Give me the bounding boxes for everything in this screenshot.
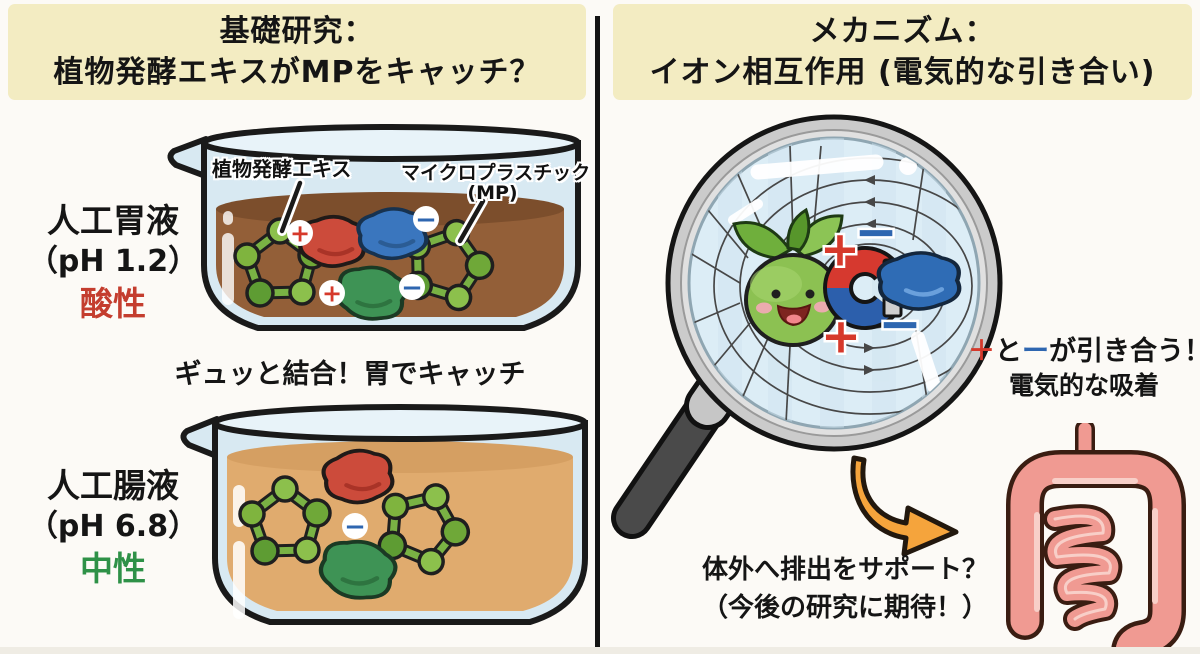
- plus-glyph: ＋: [968, 336, 995, 367]
- gastric-name: 人工胃液: [47, 201, 179, 240]
- lens-glare: [728, 154, 941, 393]
- glass-highlight: [222, 233, 234, 305]
- apple-cheek: [756, 302, 772, 314]
- excretion-caption-line2: （今後の研究に期待！）: [701, 592, 988, 623]
- gastric-beaker: + + − −: [167, 124, 581, 331]
- right-title-band: メカニズム： イオン相互作用 (電気的な引き合い): [613, 4, 1192, 100]
- glass-highlight-small: [223, 211, 233, 225]
- lens-glare-dot: [899, 157, 917, 175]
- mp-label: マイクロプラスチック: [401, 162, 591, 184]
- plus-symbol: +: [820, 221, 860, 277]
- beaker-spout: [180, 416, 222, 460]
- minus-badge-icon: −: [415, 205, 437, 235]
- minus-badge-icon: −: [401, 273, 423, 303]
- small-intestine: [1043, 504, 1123, 631]
- apple-eye: [771, 289, 781, 299]
- attraction-rest: が引き合う！: [1049, 336, 1200, 367]
- excretion-caption-line1: 体外へ排出をサポート？: [701, 555, 988, 585]
- right-title-line2: イオン相互作用 (電気的な引き合い): [649, 55, 1156, 91]
- left-title-line2: 植物発酵エキスがMPをキャッチ？: [53, 55, 541, 91]
- mp-abbr-label: (MP): [467, 182, 518, 204]
- beaker-spout: [167, 136, 211, 180]
- right-title-line1: メカニズム：: [809, 14, 996, 49]
- gastric-acidity: 酸性: [80, 283, 146, 323]
- minus-badge-icon: −: [344, 512, 366, 542]
- intestinal-side-labels: 人工腸液 （pH 6.8） 中性: [14, 465, 212, 591]
- attraction-mid: と: [995, 336, 1022, 367]
- apple-cheek: [814, 301, 830, 313]
- left-title-band: 基礎研究： 植物発酵エキスがMPをキャッチ？: [8, 4, 586, 100]
- apple-leaf-left: [732, 221, 793, 260]
- bottom-edge-strip: [0, 647, 1200, 654]
- extract-label: 植物発酵エキス: [212, 157, 352, 181]
- attraction-text: ＋とーが引き合う！ 電気的な吸着: [968, 334, 1200, 403]
- beaker-rim: [212, 404, 588, 442]
- lens-charge-symbols: + + − −: [817, 200, 924, 367]
- apple-leaf-mid: [786, 207, 811, 252]
- intestinal-ph: （pH 6.8）: [27, 509, 199, 545]
- magnifier-illustration: + + − −: [611, 114, 1003, 539]
- intestinal-beaker: −: [180, 404, 588, 625]
- label-pointer-lines: [277, 178, 488, 246]
- intestine-illustration: [1006, 423, 1186, 654]
- apple-eye: [805, 289, 815, 299]
- large-intestine: [1006, 450, 1186, 654]
- plus-badge-icon: +: [290, 220, 310, 248]
- plus-badge-icon: +: [322, 280, 342, 308]
- glass-highlight: [233, 541, 245, 619]
- minus-symbol: −: [854, 203, 898, 263]
- minus-glyph: ー: [1022, 336, 1049, 367]
- beaker-rim: [201, 124, 581, 162]
- binding-caption: ギュッと結合！胃でキャッチ: [174, 359, 526, 390]
- attraction-line2: 電気的な吸着: [1008, 371, 1159, 401]
- excretion-caption: 体外へ排出をサポート？ （今後の研究に期待！）: [655, 552, 1035, 627]
- apple-tongue: [786, 314, 802, 324]
- charge-badges: + + − −: [287, 205, 439, 308]
- plus-symbol: +: [821, 308, 861, 364]
- intestinal-name: 人工腸液: [47, 466, 179, 505]
- extract-apple-character: [732, 207, 844, 347]
- field-arrowheads: [864, 175, 876, 375]
- apple-sheen: [750, 266, 802, 302]
- minus-symbol: −: [878, 295, 922, 355]
- panel-divider: [595, 16, 600, 654]
- intestinal-liquid-surface: [227, 441, 573, 473]
- arrow-to-intestine-icon: [850, 455, 959, 557]
- intestinal-acidity: 中性: [80, 548, 146, 588]
- gastric-side-labels: 人工胃液 （pH 1.2） 酸性: [14, 200, 212, 326]
- charge-badges: −: [342, 512, 368, 542]
- gastric-ph: （pH 1.2）: [27, 244, 199, 280]
- left-title-line1: 基礎研究：: [219, 14, 375, 49]
